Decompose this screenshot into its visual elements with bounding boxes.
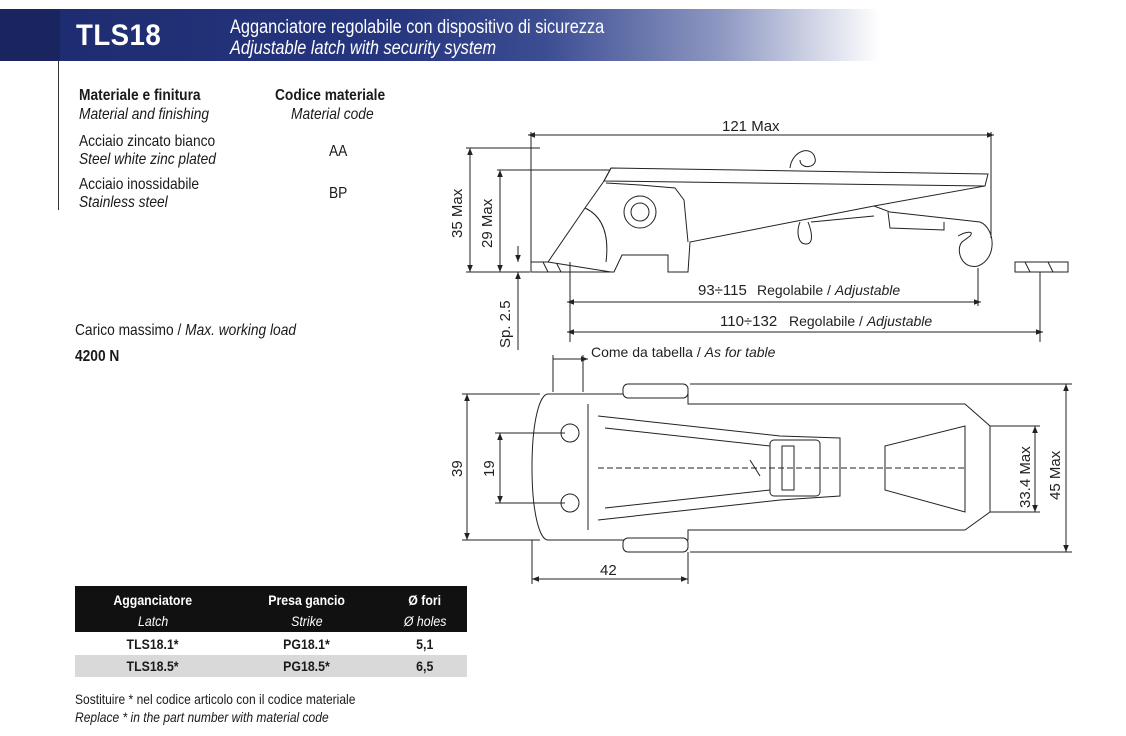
dim-29: 29 Max (479, 198, 496, 248)
material-row-1-en: Steel white zinc plated (79, 151, 216, 168)
table-row: TLS18.1* PG18.1* 5,1 (75, 632, 467, 655)
footnote-en: Replace * in the part number with materi… (75, 709, 329, 725)
max-load-label: Carico massimo / Max. working load (75, 322, 296, 340)
max-load-value: 4200 N (75, 348, 120, 365)
th-holes: Ø fori (382, 586, 467, 610)
title-english: Adjustable latch with security system (230, 38, 497, 59)
header-band: TLS18 Agganciatore regolabile con dispos… (0, 9, 880, 61)
material-row-2-it: Acciaio inossidabile (79, 176, 200, 193)
max-load-label-it: Carico massimo / (75, 322, 186, 339)
reg-it-2: Regolabile / (789, 313, 867, 329)
dim-121: 121 Max (722, 118, 780, 135)
dim-45: 45 Max (1047, 450, 1064, 500)
left-divider (58, 60, 59, 210)
dim-39: 39 (449, 460, 466, 477)
dim-42: 42 (600, 562, 617, 579)
dim-93-value: 93÷115 (698, 282, 747, 299)
header-accent (0, 9, 60, 61)
dim-93-adjust: Regolabile / Adjustable (757, 282, 900, 298)
th-holes-en: Ø holes (382, 610, 467, 632)
footnote-it: Sostituire * nel codice articolo con il … (75, 691, 356, 707)
th-latch: Agganciatore (75, 586, 231, 610)
materials-col1-sub: Material and finishing (79, 106, 210, 123)
dim-19: 19 (481, 460, 498, 477)
cell-latch: TLS18.5* (75, 655, 231, 677)
side-view (466, 132, 1069, 350)
material-row-2-code: BP (329, 185, 348, 202)
reg-en-2: Adjustable (866, 313, 933, 329)
dim-93-115: 93÷115 (698, 282, 747, 299)
material-row-1-code: AA (329, 143, 348, 160)
reg-en-1: Adjustable (834, 282, 901, 298)
top-view (462, 355, 1072, 584)
dim-110-adjust: Regolabile / Adjustable (789, 313, 932, 329)
materials-col2-title: Codice materiale (275, 87, 386, 104)
cell-holes: 5,1 (382, 632, 467, 655)
material-row-1-it: Acciaio zincato bianco (79, 133, 216, 150)
dim-thickness: Sp. 2.5 (497, 300, 514, 348)
cell-strike: PG18.1* (230, 632, 383, 655)
part-number-table: Agganciatore Presa gancio Ø fori Latch S… (75, 586, 467, 677)
materials-col2-sub: Material code (291, 106, 374, 123)
title-italian: Agganciatore regolabile con dispositivo … (230, 17, 605, 38)
material-row-2-en: Stainless steel (79, 194, 168, 211)
cell-holes: 6,5 (382, 655, 467, 677)
table-header-row: Agganciatore Presa gancio Ø fori (75, 586, 467, 610)
cell-latch: TLS18.1* (75, 632, 231, 655)
max-load-label-en: Max. working load (185, 322, 297, 339)
th-strike: Presa gancio (230, 586, 383, 610)
dim-35: 35 Max (449, 188, 466, 238)
as-for-table: Come da tabella / As for table (591, 344, 776, 360)
table-subheader-row: Latch Strike Ø holes (75, 610, 467, 632)
dim-110-132: 110÷132 (720, 313, 777, 330)
th-latch-en: Latch (75, 610, 231, 632)
dim-33-4: 33.4 Max (1017, 446, 1034, 508)
cell-strike: PG18.5* (230, 655, 383, 677)
as-for-table-en: As for table (704, 344, 776, 360)
th-strike-en: Strike (230, 610, 383, 632)
reg-it-1: Regolabile / (757, 282, 835, 298)
materials-col1-title: Materiale e finitura (79, 87, 201, 104)
as-for-table-it: Come da tabella / (591, 344, 705, 360)
dim-110-value: 110÷132 (720, 313, 777, 330)
product-code: TLS18 (76, 19, 162, 52)
table-row: TLS18.5* PG18.5* 6,5 (75, 655, 467, 677)
